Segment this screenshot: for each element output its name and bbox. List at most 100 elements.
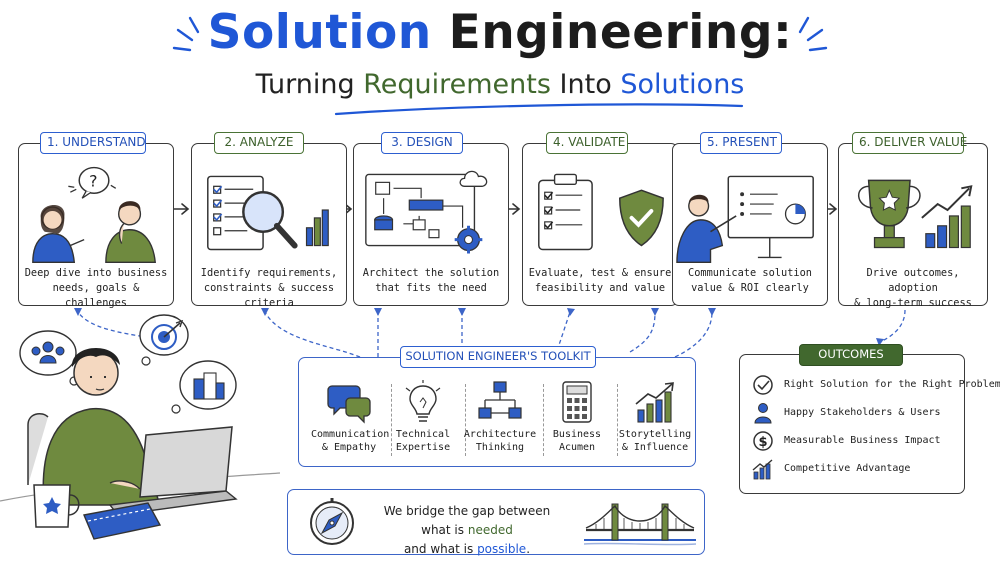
growth-chart-icon: [635, 382, 674, 423]
step-desc-line: Evaluate, test & ensure: [528, 267, 672, 279]
trend-chart-icon: [752, 459, 773, 480]
step-tag-analyze: 2. ANALYZE: [214, 132, 304, 154]
subtitle-part-into: Into: [559, 69, 612, 100]
title-part-engineering: Engineering:: [448, 5, 793, 60]
system-design-icon: [365, 170, 488, 254]
architecture-diagram-icon: [478, 381, 522, 419]
lightbulb-icon: [405, 380, 441, 422]
compass-icon: [310, 498, 354, 545]
toolkit-label-line: Expertise: [395, 442, 451, 453]
outcome-label: Measurable Business Impact: [784, 435, 941, 446]
step-tag-design: 3. DESIGN: [381, 132, 463, 154]
step-tag-understand: 1. UNDERSTAND: [40, 132, 146, 154]
toolkit-panel: Communication & Empathy Technical Expert…: [298, 357, 696, 467]
toolkit-label-line: Business: [552, 429, 602, 440]
step-desc-understand: Deep dive into business needs, goals & c…: [19, 266, 173, 311]
step-desc-line: & long-term success: [854, 297, 972, 309]
toolkit-item-business: Business Acumen: [539, 380, 615, 464]
step-card-analyze: Identify requirements, constraints & suc…: [191, 143, 347, 309]
bridge-statement-panel: We bridge the gap between what is needed…: [287, 489, 705, 556]
engineer-at-laptop-illustration: [0, 314, 281, 540]
step-card-design: Architect the solution that fits the nee…: [353, 143, 509, 306]
step-card-understand: ? Deep dive into business needs, goals &…: [18, 143, 174, 309]
step-card-present: Communicate solution value & ROI clearly: [672, 143, 828, 306]
step-desc-line: Architect the solution: [362, 267, 500, 279]
step-desc-validate: Evaluate, test & ensure feasibility and …: [523, 266, 677, 296]
sparkle-right-icon: [798, 16, 828, 52]
toolkit-item-communication: Communication & Empathy: [311, 380, 390, 464]
step-card-deliver-value: Drive outcomes, adoption & long-term suc…: [838, 143, 988, 309]
step-tag-present: 5. PRESENT: [700, 132, 782, 154]
step-desc-line: constraints & success criteria: [203, 282, 335, 309]
step-desc-line: Communicate solution: [688, 267, 812, 279]
step-desc-line: needs, goals & challenges: [52, 282, 140, 309]
toolkit-item-technical: Technical Expertise: [385, 380, 461, 464]
bridge-text-segment: We bridge the gap between what is: [383, 504, 551, 537]
bridge-icon: [584, 503, 696, 546]
step-desc-line: Identify requirements,: [200, 267, 338, 279]
step-card-validate: Evaluate, test & ensure feasibility and …: [522, 143, 678, 306]
page-title: Solution Engineering:: [0, 2, 1000, 64]
title-part-solution: Solution: [207, 5, 432, 60]
document-magnifier-icon: [207, 175, 329, 251]
step-desc-line: feasibility and value: [534, 282, 666, 294]
page-subtitle: Turning Requirements Into Solutions: [0, 68, 1000, 102]
step-tag-deliver-value: 6. DELIVER VALUE: [852, 132, 967, 154]
step-desc-analyze: Identify requirements, constraints & suc…: [192, 266, 346, 311]
toolkit-label-line: Thinking: [475, 442, 525, 453]
outcome-item: $ Measurable Business Impact: [752, 429, 962, 453]
step-desc-line: Drive outcomes, adoption: [866, 267, 960, 294]
toolkit-label-line: Architecture: [463, 429, 537, 440]
bridge-text-segment: .: [526, 542, 531, 556]
outcome-label: Competitive Advantage: [784, 463, 911, 474]
step-desc-deliver-value: Drive outcomes, adoption & long-term suc…: [839, 266, 987, 311]
toolkit-divider: [465, 384, 466, 456]
svg-text:?: ?: [89, 171, 97, 190]
subtitle-part-turning: Turning: [255, 69, 355, 100]
outcomes-title: OUTCOMES: [799, 344, 903, 366]
outcome-item: Right Solution for the Right Problem: [752, 373, 1000, 397]
bridge-statement-text: We bridge the gap between what is needed…: [372, 502, 562, 559]
toolkit-label-line: Acumen: [558, 442, 596, 453]
presenter-board-icon: [676, 175, 814, 263]
subtitle-underline: [334, 103, 744, 116]
outcome-label: Right Solution for the Right Problem: [784, 379, 1000, 390]
calculator-icon: [562, 381, 592, 423]
svg-text:$: $: [759, 435, 768, 450]
outcome-item: Happy Stakeholders & Users: [752, 401, 962, 425]
toolkit-item-storytelling: Storytelling & Influence: [617, 380, 693, 464]
subtitle-part-solutions: Solutions: [620, 69, 745, 100]
bridge-highlight-possible: possible: [477, 542, 527, 556]
toolkit-item-architecture: Architecture Thinking: [462, 380, 538, 464]
bridge-highlight-needed: needed: [467, 523, 513, 537]
toolkit-label-line: Communication: [311, 429, 390, 440]
toolkit-title: SOLUTION ENGINEER'S TOOLKIT: [400, 346, 596, 368]
dollar-coin-icon: $: [753, 431, 773, 451]
outcomes-panel: Right Solution for the Right Problem Hap…: [739, 354, 1000, 494]
people-discussing-icon: ?: [32, 166, 156, 263]
user-icon: [754, 403, 772, 424]
step-desc-line: that fits the need: [375, 282, 487, 294]
sparkle-left-icon: [172, 16, 200, 52]
step-desc-design: Architect the solution that fits the nee…: [354, 266, 508, 296]
step-desc-present: Communicate solution value & ROI clearly: [673, 266, 827, 296]
toolkit-label-line: Technical: [395, 429, 451, 440]
speech-bubbles-icon: [327, 385, 371, 424]
checklist-shield-icon: [538, 173, 664, 251]
step-desc-line: Deep dive into business: [24, 267, 168, 279]
check-circle-icon: [753, 375, 773, 395]
toolkit-divider: [543, 384, 544, 456]
step-tag-validate: 4. VALIDATE: [546, 132, 628, 154]
toolkit-label-line: Storytelling: [618, 429, 692, 440]
toolkit-label-line: & Influence: [621, 442, 689, 453]
toolkit-divider: [617, 384, 618, 456]
step-desc-line: value & ROI clearly: [691, 282, 809, 294]
outcome-label: Happy Stakeholders & Users: [784, 407, 941, 418]
toolkit-label-line: & Empathy: [321, 442, 377, 453]
outcome-item: Competitive Advantage: [752, 457, 962, 481]
toolkit-divider: [391, 384, 392, 456]
subtitle-part-requirements: Requirements: [363, 69, 551, 100]
trophy-growth-icon: [857, 179, 973, 249]
bridge-text-segment: and what is: [403, 542, 474, 556]
